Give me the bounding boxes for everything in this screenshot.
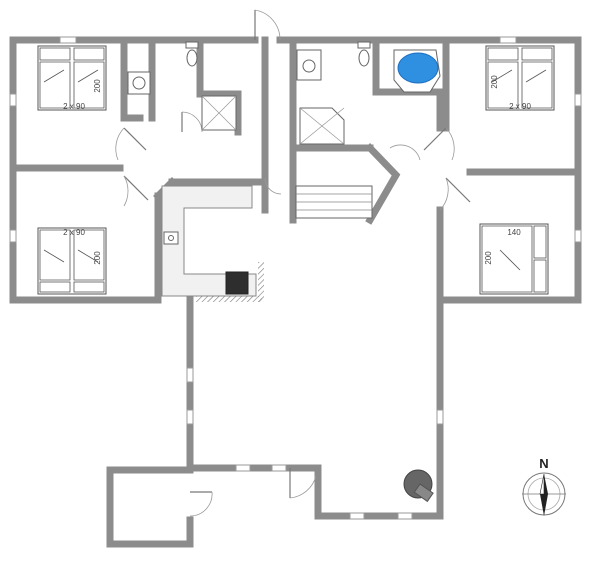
spa-pool-water [397, 52, 439, 84]
wall-stair [289, 143, 401, 225]
window-s2 [186, 409, 194, 425]
door-entrance [254, 9, 281, 41]
wall-bath-west [120, 36, 156, 122]
washbasin-east-bowl-icon [302, 59, 316, 73]
pillow [73, 281, 105, 293]
kitchen-hatch-side [258, 262, 264, 302]
toilet-west-tank [185, 41, 199, 49]
window-w2 [9, 229, 17, 243]
door-annex [189, 491, 213, 517]
bed-bedroom-nw [37, 45, 107, 111]
bed-cover [73, 229, 105, 281]
pillow [39, 281, 71, 293]
wall-living-west [186, 296, 214, 472]
compass-needle-half [539, 473, 545, 495]
wall-living-east [426, 206, 444, 520]
stairs [295, 185, 373, 219]
toilet-east-tank [357, 41, 371, 49]
bed-bedroom-ne [485, 45, 555, 111]
bathroom-west [127, 41, 237, 131]
bathroom-east [296, 41, 441, 145]
shower-east-line-2 [299, 107, 345, 145]
bed-ne-length-label: 200 [490, 75, 499, 89]
bed-nw-length-label: 200 [93, 79, 102, 93]
window-s3 [235, 464, 251, 472]
pillow [73, 47, 105, 61]
pillow [533, 259, 547, 293]
sink-drain-icon [168, 235, 174, 241]
bed-bedroom-se [479, 223, 549, 295]
wall-south [206, 464, 434, 520]
kitchen-hatch-wall [196, 296, 262, 302]
window-e3 [436, 409, 444, 425]
compass-north-label: N [539, 456, 548, 471]
pillow [39, 47, 71, 61]
bed-cover [39, 61, 71, 109]
bed-sw-width-label: 2 x 90 [63, 228, 85, 237]
shower-west-line-2 [201, 95, 237, 131]
compass: N [522, 456, 566, 516]
kitchen-stove [225, 271, 249, 295]
bed-cover [487, 61, 519, 109]
wood-stove-pipe [413, 483, 434, 503]
wall-west-wing [9, 36, 259, 304]
bed-cover [481, 225, 533, 293]
window-s6 [397, 512, 413, 520]
door-hall [264, 177, 282, 195]
window-n1 [59, 36, 77, 44]
bed-sw-length-label: 200 [93, 251, 102, 265]
toilet-west-icon [186, 49, 198, 67]
door-bedroom-ne [423, 127, 455, 161]
kitchen [161, 185, 264, 302]
wall-center-north [276, 36, 444, 152]
bed-se-width-label: 140 [507, 228, 521, 237]
window-w1 [9, 93, 17, 107]
window-s1 [186, 367, 194, 383]
window-s4 [271, 464, 287, 472]
window-n2 [499, 36, 517, 44]
door-bedroom-sw [123, 175, 149, 207]
door-bath-west [181, 111, 203, 133]
bed-cover [73, 61, 105, 109]
window-s5 [349, 512, 365, 520]
washbasin-bowl-icon [132, 76, 146, 90]
pillow [521, 47, 553, 61]
door-east-bath [389, 144, 421, 161]
door-terrace [289, 468, 317, 499]
bed-nw-width-label: 2 x 90 [63, 102, 85, 111]
exterior-walls [9, 36, 582, 548]
door-bedroom-se [439, 177, 471, 211]
bed-labels: 2 x 90 200 2 x 90 200 2 x 90 200 140 200 [63, 75, 531, 265]
toilet-east-icon [358, 49, 370, 67]
windows [9, 36, 582, 520]
doors [115, 9, 471, 517]
bed-bedroom-sw [37, 227, 107, 295]
window-e2 [574, 229, 582, 243]
wood-stove [403, 469, 434, 503]
bed-se-length-label: 200 [484, 251, 493, 265]
wall-annex [106, 466, 194, 548]
wall-bath-partition [196, 36, 242, 136]
bed-cover [39, 229, 71, 281]
pillow [533, 225, 547, 259]
window-e1 [574, 93, 582, 107]
bed-ne-width-label: 2 x 90 [509, 102, 531, 111]
door-bedroom-nw [115, 127, 147, 161]
bed-cover [521, 61, 553, 109]
pillow [487, 47, 519, 61]
